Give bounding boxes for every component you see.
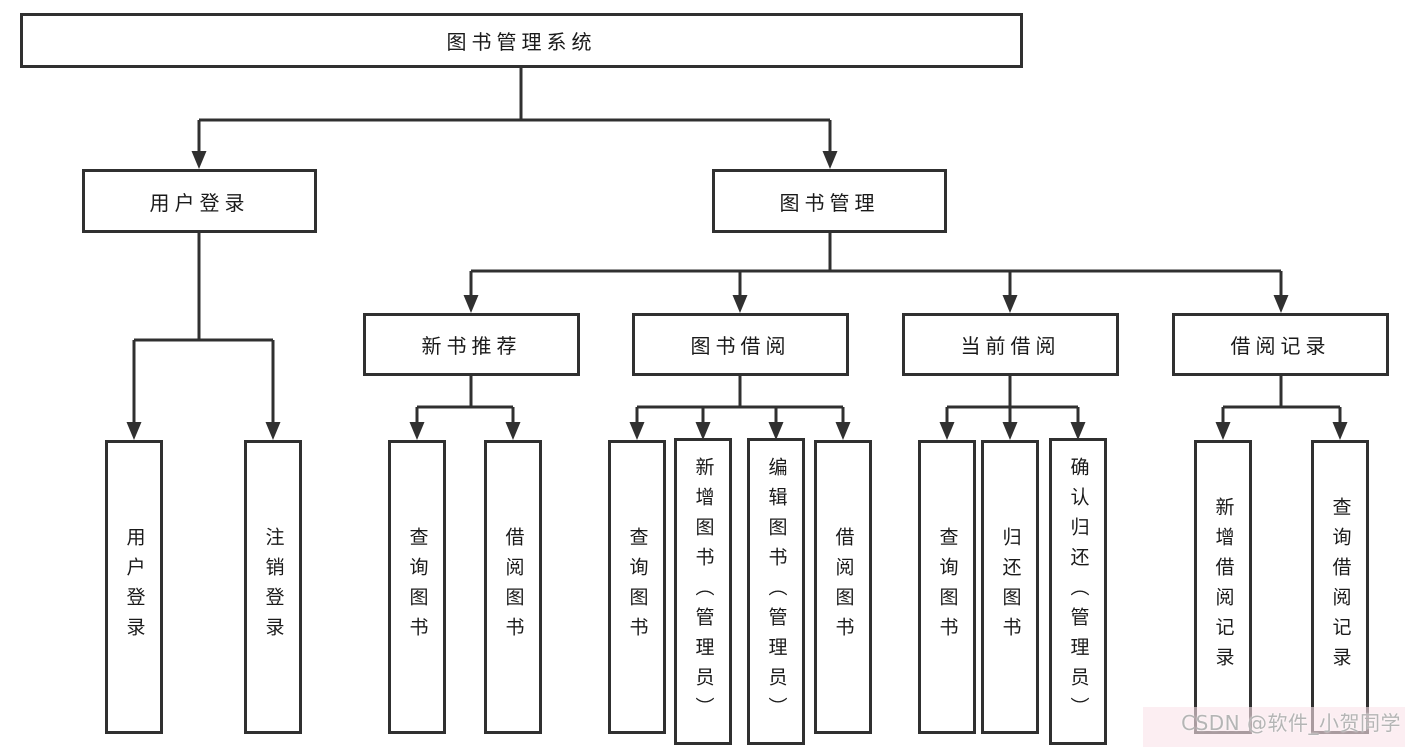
leaf-logout: 注销登录 xyxy=(244,440,302,734)
node-new-book-recommend: 新书推荐 xyxy=(363,313,580,376)
leaf-confirm-return-admin: 确认归还（管理员） xyxy=(1049,438,1107,745)
node-library-system: 图书管理系统 xyxy=(20,13,1023,68)
tree-edges xyxy=(132,68,1342,423)
csdn-watermark: CSDN @软件_小贺同学 xyxy=(1181,711,1401,735)
node-book-management: 图书管理 xyxy=(712,169,947,233)
leaf-query-books-recommend: 查询图书 xyxy=(388,440,446,734)
leaf-return-book: 归还图书 xyxy=(981,440,1039,734)
leaf-borrow-books-recommend: 借阅图书 xyxy=(484,440,542,734)
node-user-login: 用户登录 xyxy=(82,169,317,233)
leaf-edit-book-admin: 编辑图书（管理员） xyxy=(747,438,805,745)
node-current-borrowing: 当前借阅 xyxy=(902,313,1119,376)
leaf-query-books-borrowing: 查询图书 xyxy=(608,440,666,734)
node-book-borrowing: 图书借阅 xyxy=(632,313,849,376)
arrow-down-icons xyxy=(126,151,1348,440)
leaf-user-login: 用户登录 xyxy=(105,440,163,734)
leaf-query-books-current: 查询图书 xyxy=(918,440,976,734)
node-borrowing-records: 借阅记录 xyxy=(1172,313,1389,376)
leaf-add-book-admin: 新增图书（管理员） xyxy=(674,438,732,745)
leaf-borrow-books-borrowing: 借阅图书 xyxy=(814,440,872,734)
leaf-add-borrow-record: 新增借阅记录 xyxy=(1194,440,1252,734)
leaf-query-borrow-record: 查询借阅记录 xyxy=(1311,440,1369,734)
watermark-background xyxy=(1143,707,1405,747)
